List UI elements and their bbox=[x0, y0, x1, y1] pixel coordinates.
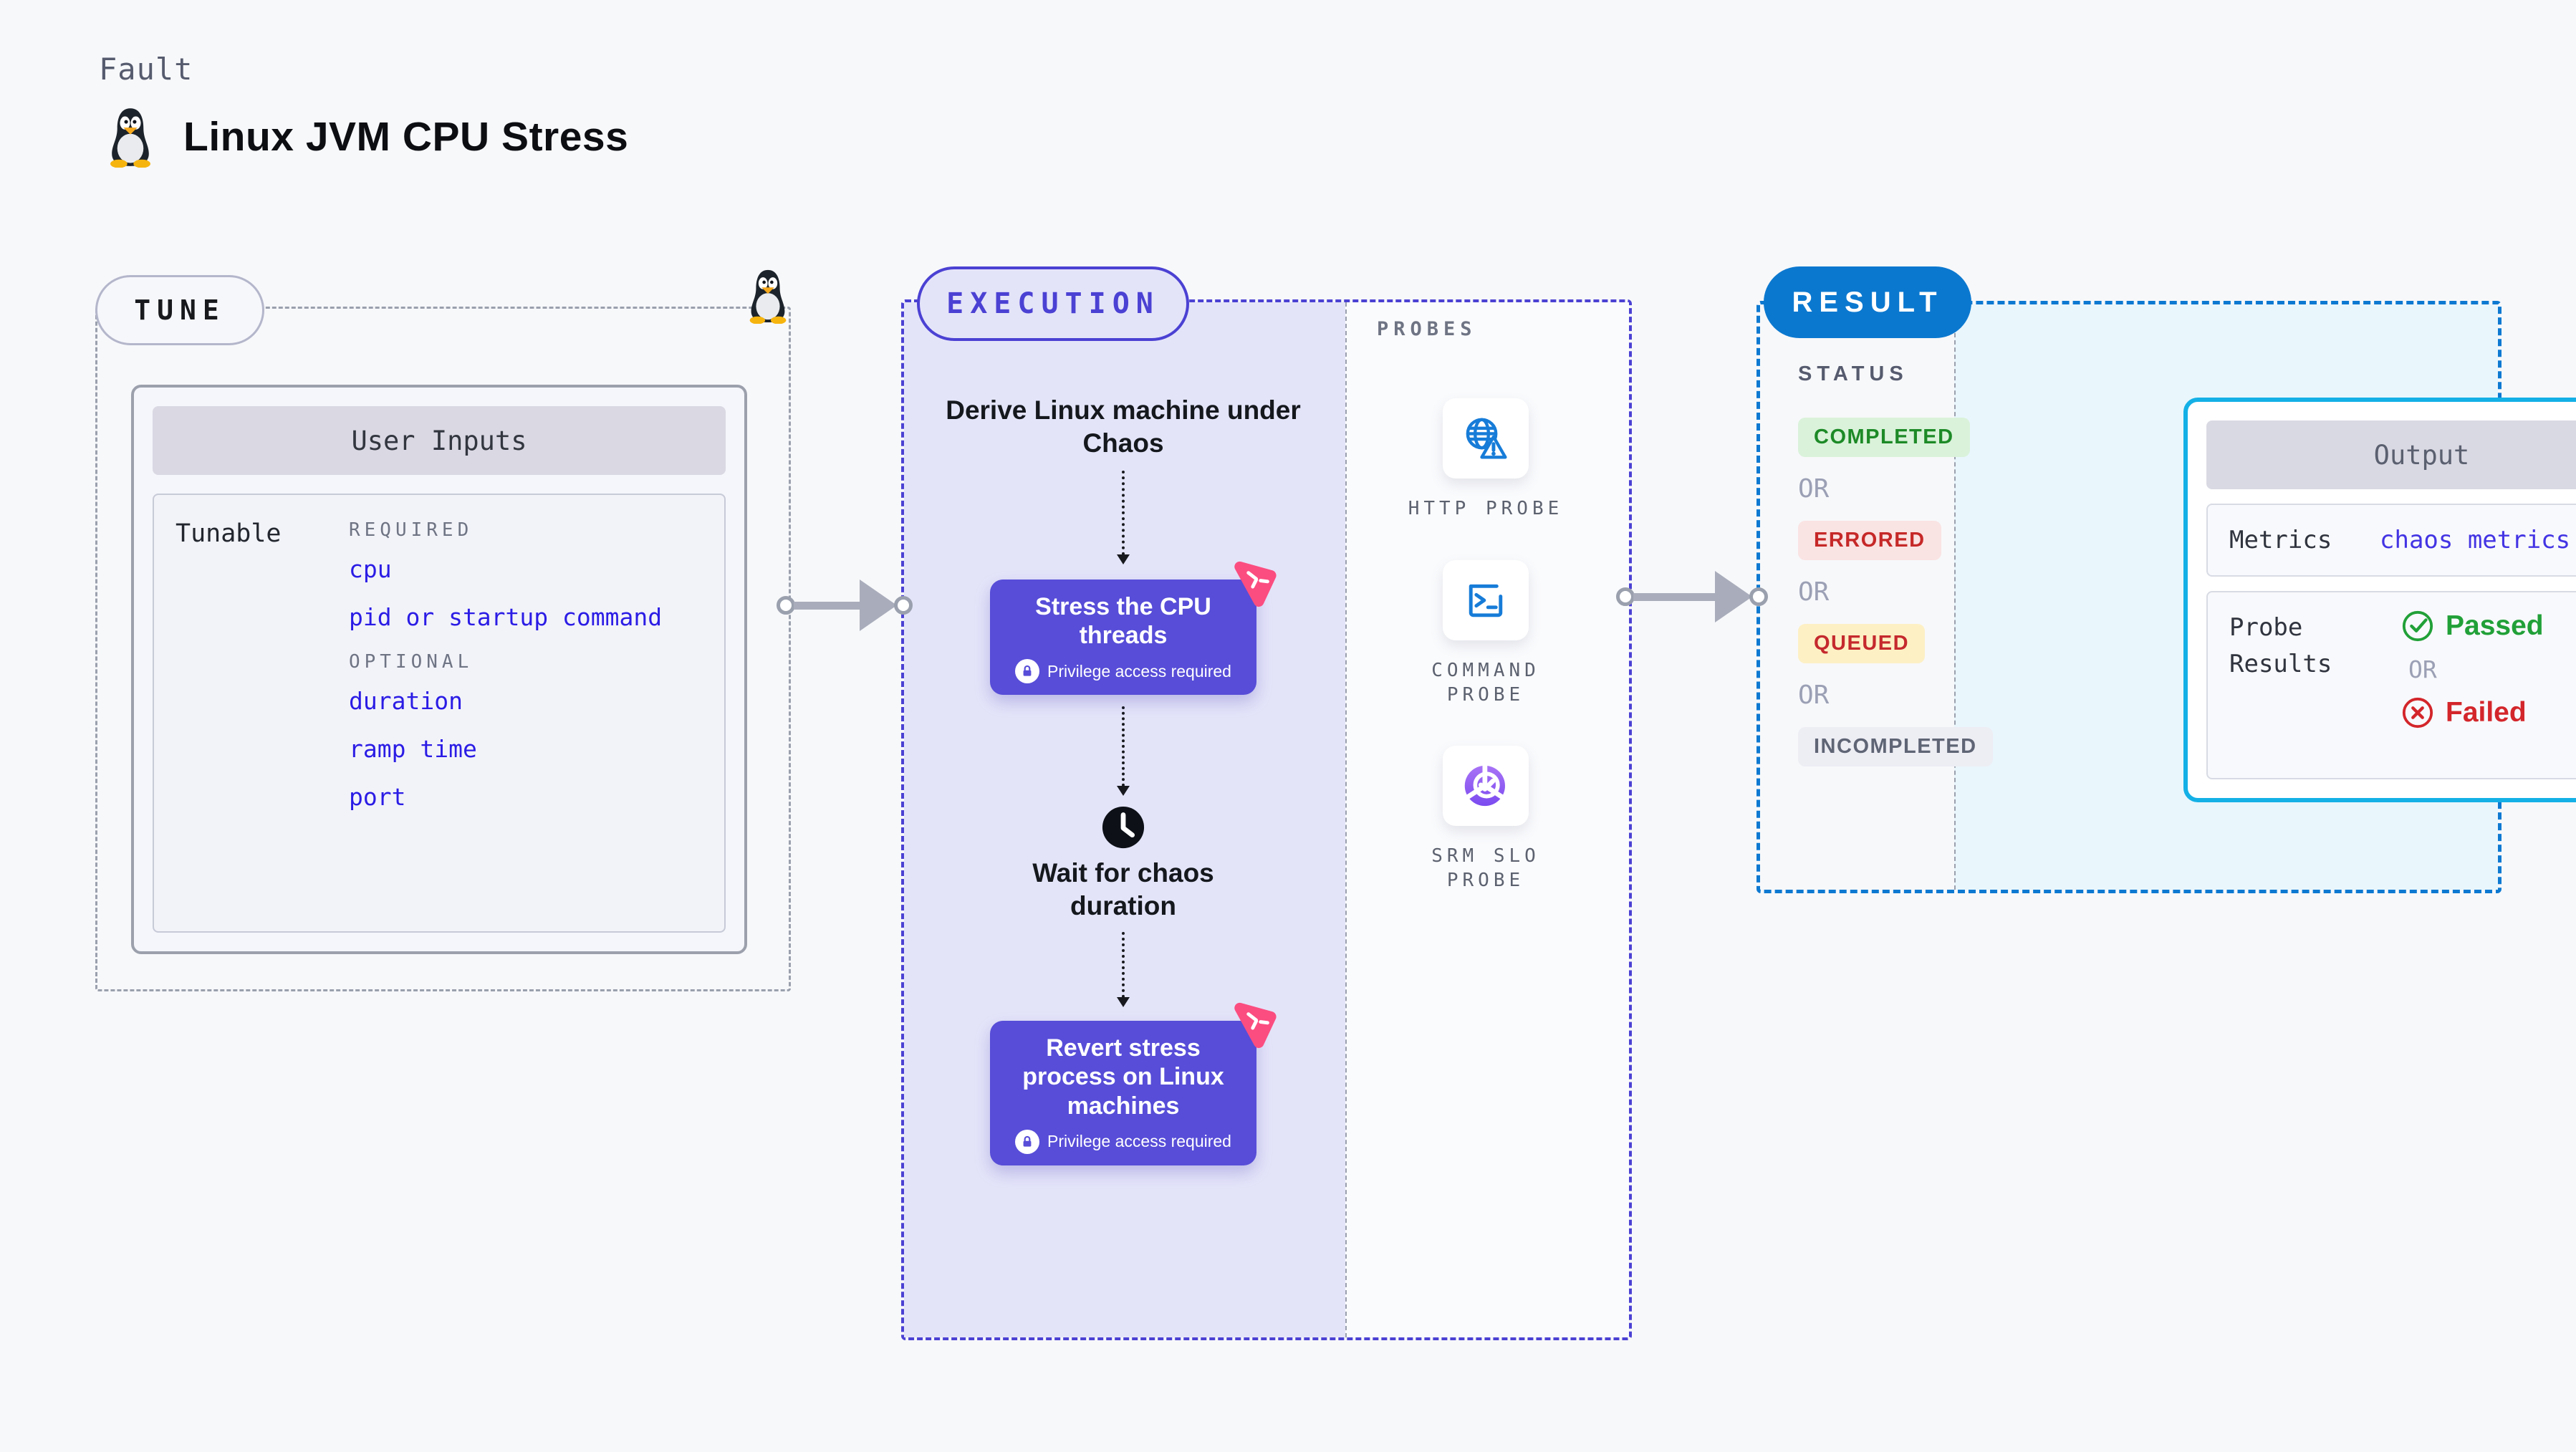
probes-list: HTTP PROBE COMMAND PROBE bbox=[1345, 299, 1626, 1335]
execution-flow: Derive Linux machine under Chaos Stress … bbox=[901, 299, 1345, 1335]
failed-label: Failed bbox=[2446, 697, 2527, 728]
slo-donut-check-icon bbox=[1443, 746, 1529, 827]
lock-icon bbox=[1015, 1129, 1040, 1154]
dotted-arrow-down bbox=[1122, 470, 1125, 555]
tunable-link-ramp-time[interactable]: ramp time bbox=[349, 735, 477, 763]
probe-name: SRM SLO PROBE bbox=[1431, 845, 1540, 892]
tunable-link-port[interactable]: port bbox=[349, 783, 406, 811]
metrics-row: Metrics chaos metrics bbox=[2206, 504, 2576, 577]
privilege-badge: Privilege access required bbox=[1003, 659, 1244, 684]
chaos-metrics-link[interactable]: chaos metrics bbox=[2380, 526, 2571, 554]
or-label: OR bbox=[1798, 681, 1830, 710]
arrow-head bbox=[860, 580, 897, 631]
linux-tux-icon bbox=[105, 106, 156, 168]
user-inputs-card: User Inputs Tunable REQUIRED cpu pid or … bbox=[131, 385, 747, 954]
stress-cpu-step[interactable]: Stress the CPU threads Privilege access … bbox=[990, 561, 1277, 696]
arrow-head bbox=[1715, 571, 1752, 622]
lock-icon bbox=[1015, 659, 1040, 684]
wait-step-label: Wait for chaos duration bbox=[1032, 858, 1214, 921]
status-label: STATUS bbox=[1798, 362, 1908, 385]
derive-step-label: Derive Linux machine under Chaos bbox=[946, 395, 1301, 458]
tunable-link-duration[interactable]: duration bbox=[349, 687, 463, 715]
tune-section bbox=[95, 307, 791, 991]
result-section: Output Metrics chaos metrics Probe Resul… bbox=[1756, 301, 2576, 893]
connector-node bbox=[1749, 587, 1768, 606]
output-header: Output bbox=[2206, 420, 2576, 489]
chaos-faults-logo-icon bbox=[1229, 999, 1278, 1048]
privilege-badge-label: Privilege access required bbox=[1047, 1132, 1231, 1151]
privilege-badge-label: Privilege access required bbox=[1047, 661, 1231, 681]
or-label: OR bbox=[1798, 474, 1830, 504]
status-column: STATUS COMPLETED OR ERRORED OR QUEUED OR… bbox=[1756, 301, 1993, 886]
tune-to-execution-arrow bbox=[777, 579, 913, 632]
optional-section-label: OPTIONAL bbox=[349, 651, 474, 673]
tune-pill: TUNE bbox=[95, 275, 264, 345]
step-title: Revert stress process on Linux machines bbox=[1022, 1034, 1224, 1120]
probe-item-command[interactable]: COMMAND PROBE bbox=[1414, 559, 1557, 708]
step-title: Stress the CPU threads bbox=[1035, 592, 1211, 650]
user-inputs-body: Tunable REQUIRED cpu pid or startup comm… bbox=[153, 494, 726, 933]
dotted-arrow-down bbox=[1122, 931, 1125, 998]
globe-warning-icon bbox=[1442, 398, 1529, 479]
tunable-label: Tunable bbox=[176, 519, 282, 548]
page-title: Linux JVM CPU Stress bbox=[183, 114, 629, 160]
execution-to-result-arrow bbox=[1616, 570, 1768, 623]
privilege-badge: Privilege access required bbox=[1003, 1129, 1244, 1154]
user-inputs-header: User Inputs bbox=[153, 406, 726, 475]
arrow-line bbox=[794, 601, 861, 610]
revert-stress-step[interactable]: Revert stress process on Linux machines … bbox=[990, 1002, 1277, 1165]
probe-item-srm-slo[interactable]: SRM SLO PROBE bbox=[1421, 746, 1550, 893]
status-badge-queued: QUEUED bbox=[1798, 624, 1926, 663]
dotted-arrow-head bbox=[1117, 554, 1130, 571]
page-header: Linux JVM CPU Stress bbox=[105, 106, 628, 168]
probe-results-row: Probe Results Passed OR bbox=[2206, 591, 2576, 779]
check-circle-icon bbox=[2401, 610, 2434, 643]
output-card: Output Metrics chaos metrics Probe Resul… bbox=[2183, 398, 2576, 802]
failed-result: Failed bbox=[2401, 696, 2544, 729]
passed-label: Passed bbox=[2446, 610, 2544, 641]
dotted-arrow-head bbox=[1117, 786, 1130, 802]
passed-result: Passed bbox=[2401, 610, 2544, 643]
status-badge-errored: ERRORED bbox=[1798, 521, 1941, 560]
status-badge-completed: COMPLETED bbox=[1798, 418, 1970, 457]
probe-results-label: Probe Results bbox=[2229, 613, 2332, 678]
dotted-arrow-head bbox=[1117, 996, 1130, 1014]
or-label: OR bbox=[1798, 577, 1830, 607]
status-badge-incompleted: INCOMPLETED bbox=[1798, 727, 1993, 766]
connector-node bbox=[894, 596, 913, 615]
output-subsection: Output Metrics chaos metrics Probe Resul… bbox=[1954, 304, 2576, 890]
terminal-icon bbox=[1443, 559, 1529, 640]
tux-on-tune-border-icon bbox=[745, 268, 791, 324]
result-pill: RESULT bbox=[1764, 266, 1971, 338]
required-section-label: REQUIRED bbox=[349, 519, 474, 541]
metrics-label: Metrics bbox=[2229, 526, 2332, 554]
probe-name: COMMAND PROBE bbox=[1431, 659, 1540, 706]
tunable-link-cpu[interactable]: cpu bbox=[349, 555, 392, 583]
probes-label: PROBES bbox=[1377, 318, 1477, 340]
tunable-link-pid-or-startup-command[interactable]: pid or startup command bbox=[349, 603, 663, 631]
x-circle-icon bbox=[2401, 696, 2434, 729]
fault-kicker: Fault bbox=[99, 52, 193, 87]
arrow-line bbox=[1633, 592, 1716, 601]
chaos-faults-logo-icon bbox=[1229, 558, 1278, 607]
dotted-arrow-down bbox=[1122, 706, 1125, 787]
execution-pill: EXECUTION bbox=[917, 266, 1189, 341]
connector-node bbox=[777, 596, 795, 615]
connector-node bbox=[1616, 587, 1635, 606]
or-label: OR bbox=[2408, 655, 2437, 683]
probe-name: HTTP PROBE bbox=[1408, 498, 1564, 519]
probe-item-http[interactable]: HTTP PROBE bbox=[1408, 398, 1564, 521]
probe-results-values: Passed OR Failed bbox=[2401, 610, 2544, 761]
clock-icon bbox=[1101, 805, 1145, 850]
